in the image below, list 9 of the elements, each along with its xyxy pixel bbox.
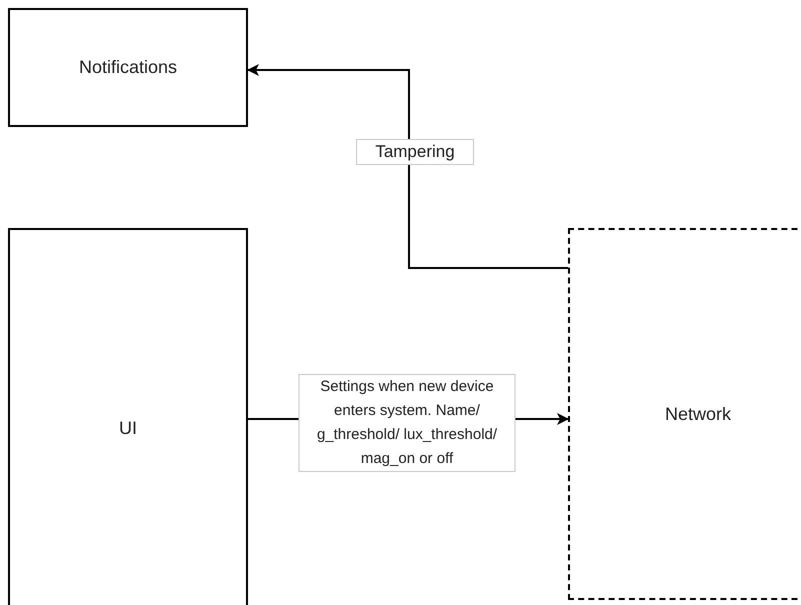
dashed-box [568, 228, 801, 600]
node-label: Notifications [78, 57, 178, 78]
arrow [247, 64, 568, 269]
edge-label: Settings when new device enters system. Name/ g_threshold/ lux_threshold/ mag_on or off [298, 374, 516, 472]
process-box [8, 8, 248, 127]
edge-label: Tampering [356, 139, 474, 165]
process-box [8, 228, 248, 605]
node-label: Network [664, 404, 731, 424]
node-label: UI [119, 418, 137, 438]
